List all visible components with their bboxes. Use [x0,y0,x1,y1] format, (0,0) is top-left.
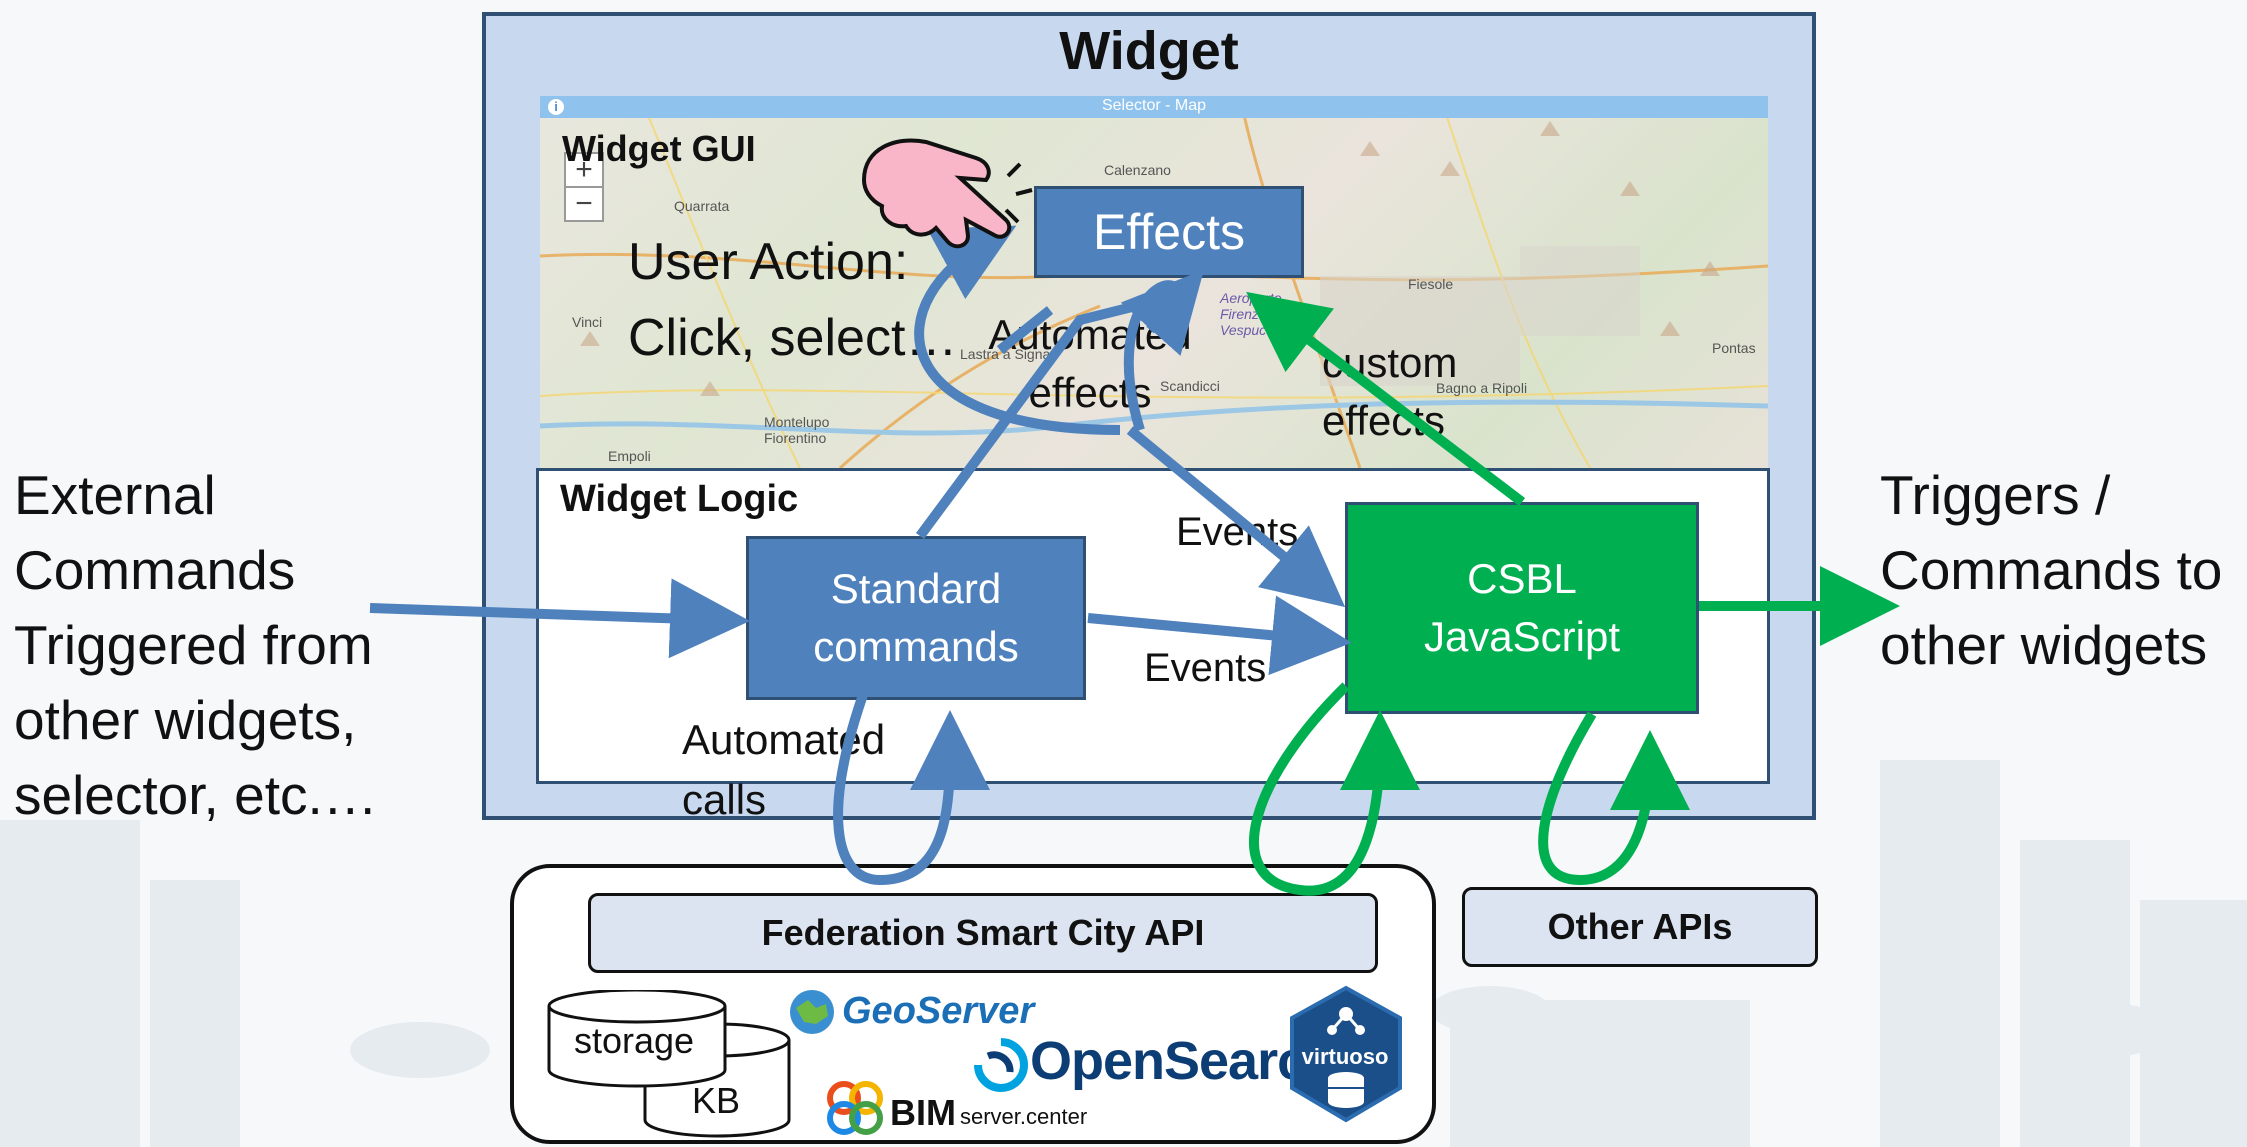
external-line-5: selector, etc.… [14,764,378,826]
custom-effects-line-1: custom [1322,339,1458,386]
user-action-line-2: Click, select… [628,309,958,367]
geoserver-logo [790,990,834,1034]
automated-calls-label: Automated calls [682,710,885,830]
csbl-line-2: JavaScript [1423,613,1621,660]
standard-commands-line-1: Standard [830,565,1002,612]
virtuoso-logo [1290,985,1402,1123]
effects-box: Effects [1034,186,1304,278]
map-title-bar [540,96,1768,118]
csbl-javascript-box: CSBL JavaScript [1345,502,1699,714]
storage-cylinder-icon [547,990,727,1088]
map-title: Selector - Map [1101,97,1207,114]
opensearch-logo [974,1038,1028,1092]
bim-sub-text: server.center [960,1104,1088,1129]
standard-commands-box: Standard commands [746,536,1086,700]
map-place: Pontas [1712,340,1756,356]
map-place: Empoli [608,448,651,464]
user-action-text: User Action: Click, select… [628,224,957,376]
external-line-3: Triggered from [14,614,373,676]
automated-calls-line-2: calls [682,776,767,823]
widget-title: Widget [1059,21,1239,81]
external-line-2: Commands [14,539,296,601]
bim-text: BIM [890,1092,956,1133]
map-place: Calenzano [1104,162,1171,178]
user-action-line-1: User Action: [628,233,909,291]
automated-effects-label: Automated effects [960,306,1220,422]
automated-calls-line-1: Automated [682,716,886,763]
automated-effects-line-1: Automated [988,311,1192,358]
custom-effects-line-2: effects [1322,397,1445,444]
custom-effects-label: custom effects [1322,334,1457,450]
bimserver-logo [827,1081,883,1135]
map-place: Montelupo Fiorentino [764,414,830,446]
events-label-bottom: Events [1144,646,1267,690]
map-place: Aeroporto Firenze Vespucci [1220,290,1282,338]
storage-label: storage [574,1020,695,1061]
map-place: Quarrata [674,198,730,214]
triggers-line-3: other widgets [1880,614,2208,676]
federation-api-box: Federation Smart City API [588,893,1378,973]
widget-logic-label: Widget Logic [560,478,799,520]
geoserver-text: GeoServer [842,990,1035,1032]
widget-gui-label: Widget GUI [562,128,756,169]
triggers-line-1: Triggers / [1880,464,2111,526]
opensearch-text: OpenSearch [1030,1031,1339,1091]
csbl-line-1: CSBL [1467,555,1577,602]
storage-kb-cylinders [547,990,791,1138]
pointing-hand-icon [861,138,1033,249]
kb-label: KB [692,1080,741,1121]
events-label-top: Events [1176,510,1299,554]
automated-effects-line-2: effects [1028,369,1152,416]
external-line-1: External [14,464,216,526]
other-apis-box: Other APIs [1462,887,1818,967]
triggers-line-2: Commands to [1880,539,2223,601]
info-icon[interactable]: i [548,99,564,115]
map-place: Fiesole [1408,276,1454,292]
zoom-in-button[interactable]: + [564,152,604,188]
external-line-4: other widgets, [14,689,357,751]
triggers-text: Triggers / Commands to other widgets [1880,458,2247,683]
zoom-out-button[interactable]: − [564,186,604,222]
external-commands-text: External Commands Triggered from other w… [14,458,444,833]
virtuoso-text: virtuoso [1301,1044,1389,1069]
map-place: Vinci [572,314,603,330]
standard-commands-line-2: commands [813,623,1019,670]
